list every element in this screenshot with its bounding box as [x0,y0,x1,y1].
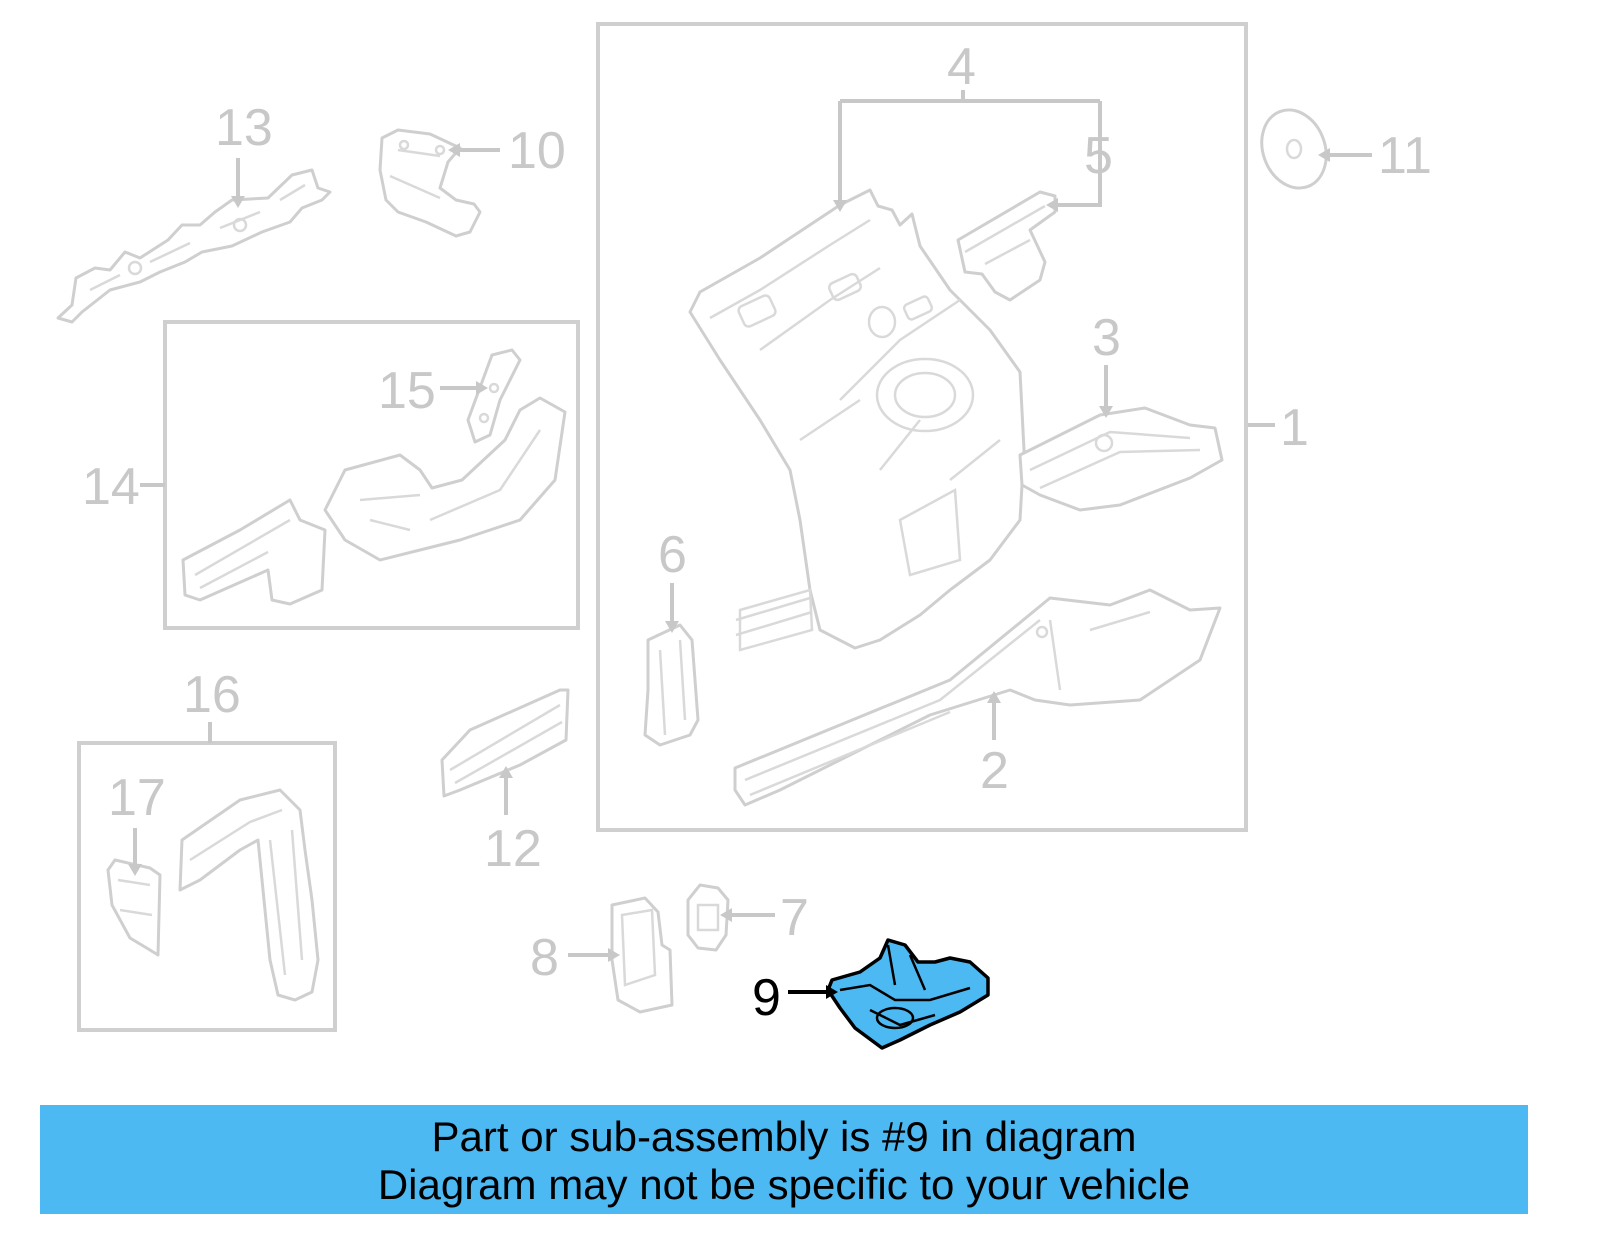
part-12-member[interactable] [440,688,570,798]
part-9-highlighted[interactable] [826,938,990,1050]
part-13-bracket[interactable] [56,168,332,324]
part-15-bracket[interactable] [466,348,522,444]
callout-9: 9 [752,969,781,1027]
part-8-plate[interactable] [610,896,674,1014]
leader-4-a [838,90,1102,207]
callout-13: 13 [215,99,273,157]
part-7-pad[interactable] [686,883,730,952]
callout-1: 1 [1280,399,1309,457]
callout-4: 4 [947,38,976,96]
part-16-pillar[interactable] [178,788,320,1002]
callout-8: 8 [530,929,559,987]
callout-7: 7 [780,889,809,947]
part-14-assembly[interactable] [181,396,567,606]
assembly-box-1 [596,22,1248,832]
callout-6: 6 [658,526,687,584]
callout-11: 11 [1378,127,1432,185]
part-3-rail[interactable] [1018,406,1224,512]
part-5-bracket[interactable] [956,190,1057,302]
callout-5: 5 [1084,127,1113,185]
callout-12: 12 [484,820,542,878]
assembly-box-16 [77,741,337,1032]
part-6-reinforcement[interactable] [643,623,700,747]
banner-line-1: Part or sub-assembly is #9 in diagram [431,1113,1137,1160]
arrowhead-9 [826,985,838,999]
info-banner: Part or sub-assembly is #9 in diagram Di… [40,1105,1528,1214]
callout-10: 10 [508,122,566,180]
assembly-box-14 [163,320,580,630]
part-10-bracket[interactable] [378,128,482,238]
callout-16: 16 [183,666,241,724]
part-2-side-rail[interactable] [733,588,1222,807]
callout-2: 2 [980,742,1009,800]
arrowheads [128,143,1330,962]
part-11-plug[interactable] [1251,101,1337,197]
callout-3: 3 [1092,309,1121,367]
banner-line-2: Diagram may not be specific to your vehi… [377,1161,1191,1208]
part-4-apron-assembly[interactable] [688,188,1026,652]
callout-15: 15 [378,362,436,420]
callout-14: 14 [82,458,140,516]
part-17-bracket[interactable] [106,858,162,957]
callout-17: 17 [108,769,166,827]
